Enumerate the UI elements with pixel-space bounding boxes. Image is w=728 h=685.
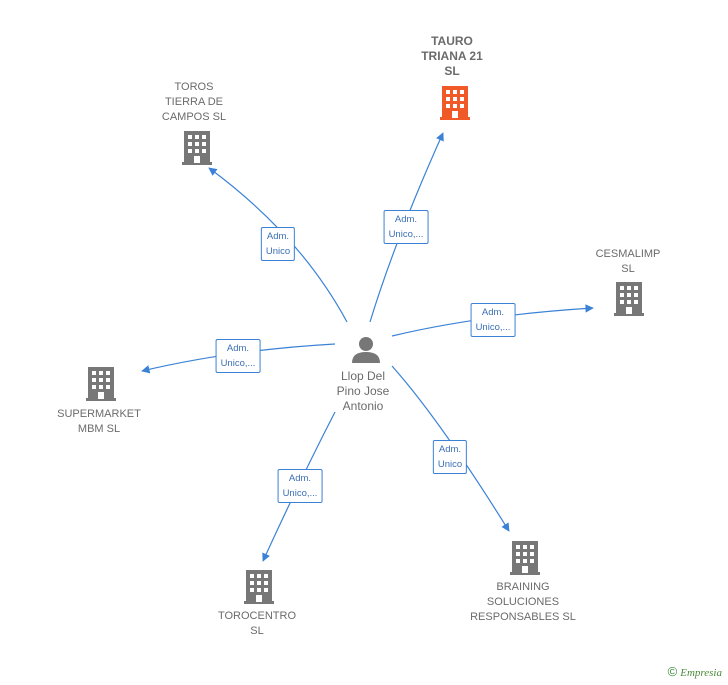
building-icon-braining[interactable] bbox=[510, 541, 540, 575]
building-icon-supermarket[interactable] bbox=[86, 367, 116, 401]
company-label-torocentro[interactable]: TOROCENTRO SL bbox=[217, 610, 297, 637]
edge-label-supermarket: Adm. Unico,... bbox=[215, 339, 261, 373]
building-icon-cesmalimp[interactable] bbox=[614, 282, 644, 316]
building-icon-torocentro[interactable] bbox=[244, 570, 274, 604]
company-label-cesmalimp[interactable]: CESMALIMP SL bbox=[595, 248, 661, 275]
company-label-tauro[interactable]: TAURO TRIANA 21 SL bbox=[421, 34, 483, 78]
edge-label-braining: Adm. Unico bbox=[432, 440, 468, 474]
edge-label-torocentro: Adm. Unico,... bbox=[277, 469, 323, 503]
building-icon-toros[interactable] bbox=[182, 131, 212, 165]
brand-logo: Empresia bbox=[680, 667, 722, 679]
person-label[interactable]: Llop Del Pino Jose Antonio bbox=[336, 369, 390, 413]
company-label-supermarket[interactable]: SUPERMARKET MBM SL bbox=[57, 408, 141, 435]
edge-label-cesmalimp: Adm. Unico,... bbox=[470, 303, 516, 337]
company-label-braining[interactable]: BRAINING SOLUCIONES RESPONSABLES SL bbox=[470, 581, 576, 623]
copyright-icon: © bbox=[667, 664, 678, 679]
person-icon[interactable] bbox=[352, 337, 380, 363]
building-icon-tauro[interactable] bbox=[440, 86, 470, 120]
company-label-toros[interactable]: TOROS TIERRA DE CAMPOS SL bbox=[161, 81, 227, 123]
edge-braining bbox=[391, 365, 510, 532]
edge-label-tauro: Adm. Unico,... bbox=[383, 210, 429, 244]
footer-brand: © Empresia bbox=[668, 664, 722, 679]
edge-label-toros: Adm. Unico bbox=[260, 227, 296, 261]
